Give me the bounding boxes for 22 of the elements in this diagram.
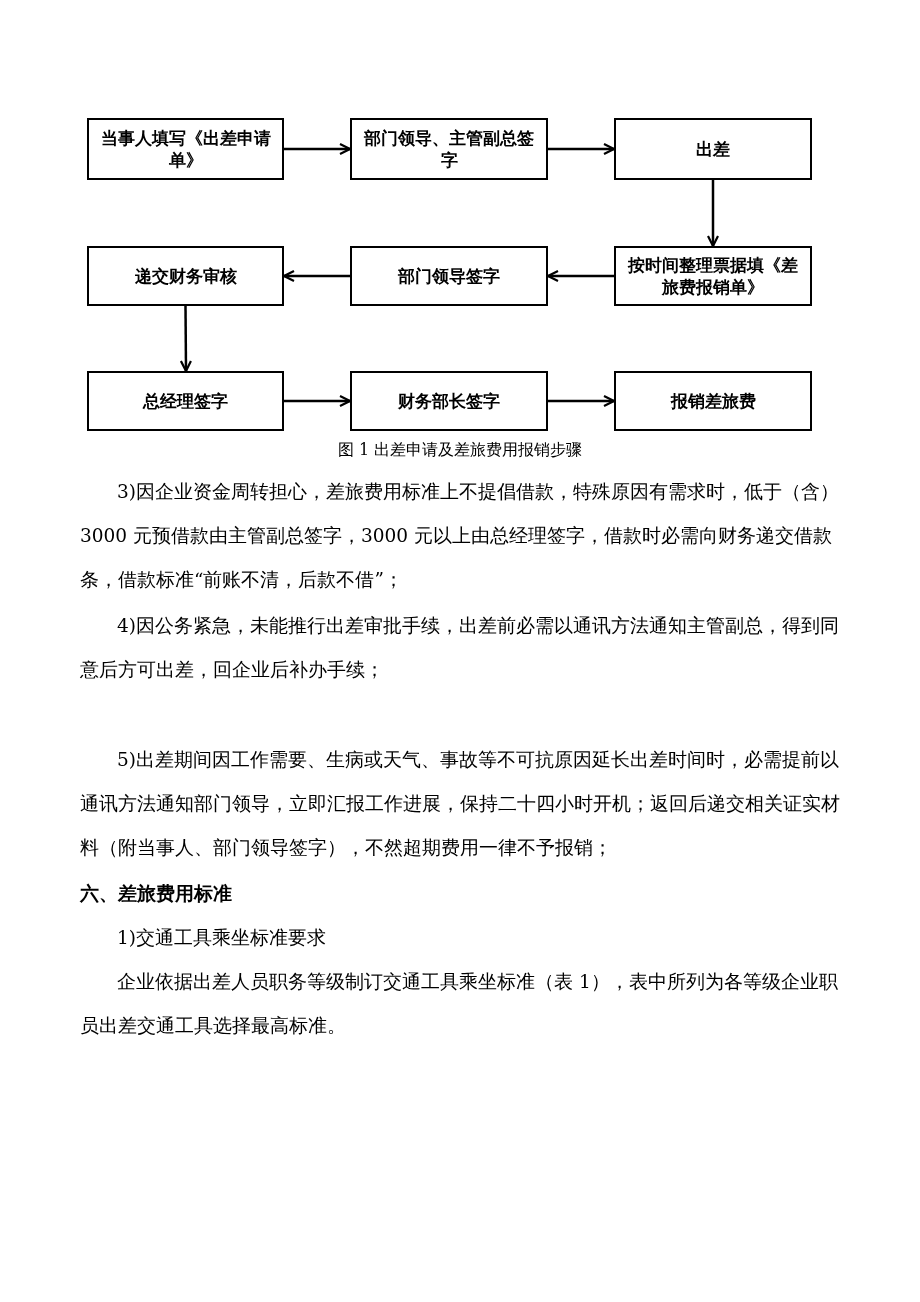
arrow [548, 142, 616, 156]
process-box: 部门领导、主管副总签字 [350, 118, 548, 180]
arrow [284, 394, 352, 408]
process-box: 财务部长签字 [350, 371, 548, 431]
paragraph: 3)因企业资金周转担心，差旅费用标准上不提倡借款，特殊原因有需求时，低于（含）3000 元预借款由主管副总签字，3000 元以上由总经理签字，借款时必需向财务递交借款条，借款标准“前账不清，后款不借”； [80, 480, 840, 592]
process-box: 总经理签字 [87, 371, 284, 431]
process-box: 递交财务审核 [87, 246, 284, 306]
section-heading: 六、差旅费用标准 [80, 882, 233, 906]
process-box: 出差 [614, 118, 812, 180]
arrow [706, 180, 720, 248]
process-box: 按时间整理票据填《差旅费报销单》 [614, 246, 812, 306]
process-box: 报销差旅费 [614, 371, 812, 431]
paragraph: 企业依据出差人员职务等级制订交通工具乘坐标准（表 1），表中所列为各等级企业职员出差交通工具选择最高标准。 [80, 970, 839, 1038]
process-box: 当事人填写《出差申请单》 [87, 118, 284, 180]
process-box: 部门领导签字 [350, 246, 548, 306]
figure-caption: 图 1 出差申请及差旅费用报销步骤 [336, 440, 584, 461]
paragraph: 4)因公务紧急，未能推行出差审批手续，出差前必需以通讯方法通知主管副总，得到同意后方可出差，回企业后补办手续； [80, 614, 840, 682]
paragraph: 5)出差期间因工作需要、生病或天气、事故等不可抗原因延长出差时间时，必需提前以通讯方法通知部门领导，立即汇报工作进展，保持二十四小时开机；返回后递交相关证实材料（附当事人、部门领导签字），不然超期费用一律不予报销； [80, 748, 841, 860]
arrow [548, 394, 616, 408]
arrow [179, 306, 192, 373]
subheading: 1)交通工具乘坐标准要求 [116, 926, 327, 950]
arrow [284, 142, 352, 156]
